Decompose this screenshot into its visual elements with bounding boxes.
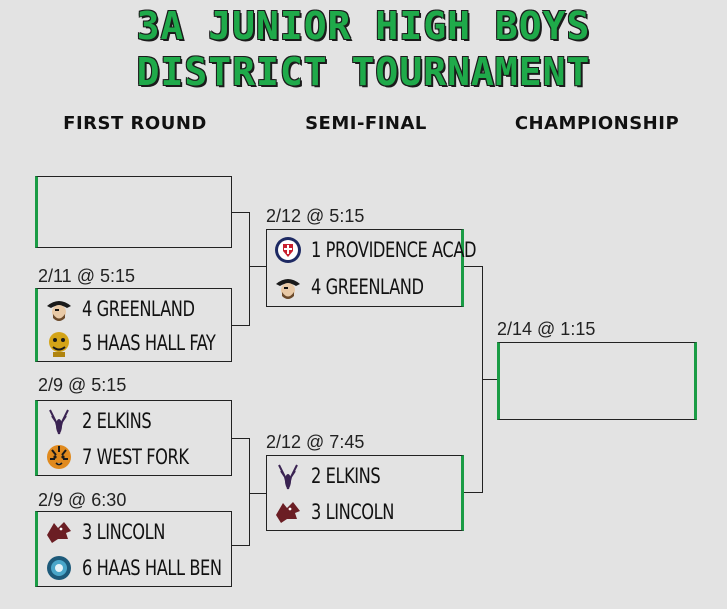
first-round-game2-time: 2/11 @ 5:15: [38, 266, 136, 286]
first-round-game2: 4 GREENLAND 5 HAAS HALL FAY: [35, 288, 232, 362]
mascot-icon: [44, 328, 74, 358]
team-slot: 2 ELKINS: [38, 403, 163, 439]
heading-first-round: FIRST ROUND: [63, 113, 207, 134]
connector: [464, 266, 482, 267]
team-slot: 2 ELKINS: [267, 458, 392, 494]
first-round-bye-slot: [35, 176, 232, 248]
connector: [232, 212, 249, 213]
championship-time: 2/14 @ 1:15: [497, 319, 596, 339]
pirate-icon: [273, 272, 303, 302]
heading-championship: CHAMPIONSHIP: [514, 113, 680, 134]
connector: [249, 438, 250, 546]
connector: [482, 379, 498, 380]
team-name: 2 ELKINS: [311, 464, 381, 488]
team-name: 2 ELKINS: [82, 409, 152, 433]
team-slot: 5 HAAS HALL FAY: [38, 325, 237, 361]
team-name: 5 HAAS HALL FAY: [82, 331, 216, 355]
team-name: 3 LINCOLN: [311, 500, 394, 524]
team-slot: 3 LINCOLN: [38, 514, 178, 550]
connector: [232, 545, 249, 546]
team-name: 4 GREENLAND: [82, 297, 195, 321]
team-slot: 7 WEST FORK: [38, 439, 206, 475]
semi-final-game1: 1 PROVIDENCE ACAD 4 GREENLAND: [266, 229, 477, 307]
semi-final-game1-time: 2/12 @ 5:15: [266, 206, 365, 226]
title-line-2: DISTRICT TOURNAMENT: [136, 50, 591, 94]
heading-semi-final: SEMI-FINAL: [305, 113, 427, 134]
semi-final-game2-time: 2/12 @ 7:45: [266, 432, 365, 452]
connector: [249, 493, 266, 494]
connector: [249, 266, 266, 267]
first-round-game3-time: 2/9 @ 5:15: [38, 375, 127, 395]
connector: [249, 212, 250, 326]
connector: [232, 325, 249, 326]
wolf-icon: [44, 517, 74, 547]
elk-icon: [273, 461, 303, 491]
first-round-game4-time: 2/9 @ 6:30: [38, 490, 127, 510]
team-name: 6 HAAS HALL BEN: [82, 556, 222, 580]
seal-icon: [44, 553, 74, 583]
team-slot: 6 HAAS HALL BEN: [38, 550, 244, 586]
team-name: 4 GREENLAND: [311, 275, 424, 299]
pirate-icon: [44, 294, 74, 324]
title-line-1: 3A JUNIOR HIGH BOYS: [136, 4, 591, 48]
tiger-icon: [44, 442, 74, 472]
semi-final-game2: 2 ELKINS 3 LINCOLN: [266, 455, 464, 531]
team-name: 7 WEST FORK: [82, 445, 189, 469]
team-name: 3 LINCOLN: [82, 520, 165, 544]
team-slot: 4 GREENLAND: [38, 291, 213, 327]
elk-icon: [44, 406, 74, 436]
team-slot: 1 PROVIDENCE ACAD: [267, 232, 503, 268]
shield-icon: [273, 235, 303, 265]
connector: [232, 438, 249, 439]
team-slot: 3 LINCOLN: [267, 494, 407, 530]
wolf-icon: [273, 497, 303, 527]
first-round-game3: 2 ELKINS 7 WEST FORK: [35, 400, 232, 476]
team-slot: 4 GREENLAND: [267, 269, 442, 305]
connector: [464, 492, 482, 493]
team-name: 1 PROVIDENCE ACAD: [311, 238, 477, 262]
championship-slot: [497, 342, 697, 420]
first-round-game4: 3 LINCOLN 6 HAAS HALL BEN: [35, 511, 232, 587]
